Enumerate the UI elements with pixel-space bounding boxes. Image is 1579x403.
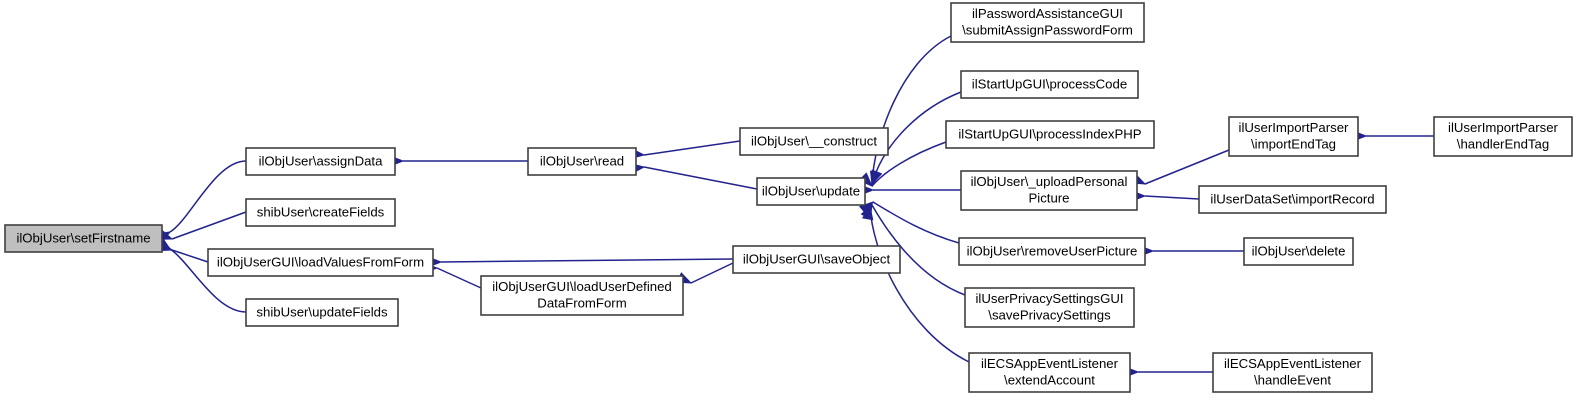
- node-label-line2: \savePrivacySettings: [988, 308, 1111, 323]
- node-box: [968, 352, 1131, 393]
- node-label: ilStartUpGUI\processCode: [972, 76, 1127, 91]
- node-label-line1: ilECSAppEventListener: [981, 356, 1119, 371]
- graph-node-handlerEndTag[interactable]: ilUserImportParser \handlerEndTag: [1433, 116, 1573, 157]
- node-box: [207, 248, 434, 277]
- call-edge: [1144, 195, 1200, 200]
- call-edge: [871, 35, 952, 185]
- node-box: [945, 120, 1155, 149]
- call-edge: [872, 201, 960, 244]
- node-box: [1212, 352, 1373, 393]
- graph-node-updateFields[interactable]: shibUser\updateFields: [245, 298, 399, 327]
- node-box: [1433, 116, 1573, 157]
- call-edge: [440, 258, 734, 263]
- node-label: ilObjUserGUI\saveObject: [743, 251, 891, 266]
- node-box: [732, 245, 901, 274]
- graph-node-importRecord[interactable]: ilUserDataSet\importRecord: [1198, 185, 1387, 214]
- graph-node-processCode[interactable]: ilStartUpGUI\processCode: [960, 70, 1139, 99]
- node-label-line2: \handleEvent: [1254, 373, 1331, 388]
- node-label: ilObjUser\setFirstname: [16, 230, 150, 245]
- node-label-line1: ilUserPrivacySettingsGUI: [975, 291, 1123, 306]
- edge-layer: [169, 35, 1434, 373]
- graph-node-processIndexPHP[interactable]: ilStartUpGUI\processIndexPHP: [945, 120, 1155, 149]
- node-box: [960, 70, 1139, 99]
- node-label-line2: Picture: [1028, 191, 1069, 206]
- node-label: ilStartUpGUI\processIndexPHP: [958, 126, 1141, 141]
- graph-node-createFields[interactable]: shibUser\createFields: [245, 198, 396, 227]
- graph-node-assignData[interactable]: ilObjUser\assignData: [245, 147, 396, 176]
- node-label-line2: DataFromForm: [537, 296, 626, 311]
- node-box: [739, 127, 889, 156]
- graph-node-read[interactable]: ilObjUser\read: [527, 147, 637, 176]
- node-label: shibUser\createFields: [257, 204, 385, 219]
- node-label: ilObjUser\__construct: [751, 133, 877, 148]
- node-box: [245, 147, 396, 176]
- arrowhead-icon: [869, 170, 882, 187]
- arrowhead-icon: [862, 204, 874, 221]
- node-box: [4, 224, 163, 253]
- node-box: [1198, 185, 1387, 214]
- node-box: [756, 177, 866, 206]
- call-edge: [871, 141, 947, 187]
- call-edge: [171, 249, 209, 263]
- call-edge: [169, 160, 247, 233]
- graph-node-setFirstname[interactable]: ilObjUser\setFirstname: [4, 224, 163, 253]
- graph-node-removeUserPicture[interactable]: ilObjUser\removeUserPicture: [958, 237, 1146, 266]
- node-box: [527, 147, 637, 176]
- node-label-line2: \submitAssignPasswordForm: [962, 23, 1133, 38]
- node-label-line2: \importEndTag: [1251, 137, 1336, 152]
- call-edge: [643, 166, 758, 190]
- graph-node-handleEvent[interactable]: ilECSAppEventListener \handleEvent: [1212, 352, 1373, 393]
- call-edge: [171, 211, 247, 240]
- node-label: ilObjUserGUI\loadValuesFromForm: [217, 254, 424, 269]
- graph-node-construct[interactable]: ilObjUser\__construct: [739, 127, 889, 156]
- call-edge: [869, 205, 970, 363]
- node-box: [1228, 116, 1359, 157]
- node-label-line2: \handlerEndTag: [1457, 137, 1549, 152]
- node-label-line1: ilUserImportParser: [1448, 120, 1559, 135]
- node-box: [1243, 237, 1354, 266]
- node-label: ilObjUser\read: [540, 153, 624, 168]
- node-box: [958, 237, 1146, 266]
- graph-node-loadValuesFromForm[interactable]: ilObjUserGUI\loadValuesFromForm: [207, 248, 434, 277]
- node-box: [245, 298, 399, 327]
- node-label: ilUserDataSet\importRecord: [1210, 191, 1374, 206]
- node-label-line2: \extendAccount: [1004, 373, 1095, 388]
- node-box: [950, 2, 1145, 43]
- node-box: [245, 198, 396, 227]
- call-edge: [690, 262, 734, 284]
- node-box: [964, 287, 1135, 328]
- graph-node-savePrivacy[interactable]: ilUserPrivacySettingsGUI \savePrivacySett…: [964, 287, 1135, 328]
- node-layer: ilObjUser\setFirstname ilObjUser\assignDa…: [4, 2, 1573, 393]
- node-label: ilObjUser\assignData: [259, 153, 384, 168]
- node-label: ilObjUser\delete: [1252, 243, 1346, 258]
- call-edge: [169, 248, 247, 313]
- node-label-line1: ilUserImportParser: [1239, 120, 1350, 135]
- call-edge: [643, 140, 741, 156]
- call-edge: [871, 204, 966, 296]
- node-label-line1: ilECSAppEventListener: [1224, 356, 1362, 371]
- graph-node-importEndTag[interactable]: ilUserImportParser \importEndTag: [1228, 116, 1359, 157]
- graph-node-delete[interactable]: ilObjUser\delete: [1243, 237, 1354, 266]
- node-label-line1: ilPasswordAssistanceGUI: [972, 6, 1123, 21]
- node-label: shibUser\updateFields: [256, 304, 388, 319]
- graph-node-extendAccount[interactable]: ilECSAppEventListener \extendAccount: [968, 352, 1131, 393]
- node-box: [960, 170, 1138, 211]
- node-label-line1: ilObjUserGUI\loadUserDefined: [492, 279, 672, 294]
- graph-node-submitAssignPw[interactable]: ilPasswordAssistanceGUI \submitAssignPass…: [950, 2, 1145, 43]
- node-box: [480, 275, 684, 316]
- call-edge: [436, 267, 482, 289]
- node-label: ilObjUser\update: [762, 183, 860, 198]
- node-label-line1: ilObjUser\_uploadPersonal: [971, 174, 1128, 189]
- call-edge: [1144, 149, 1230, 185]
- graph-node-saveObject[interactable]: ilObjUserGUI\saveObject: [732, 245, 901, 274]
- graph-node-update[interactable]: ilObjUser\update: [756, 177, 866, 206]
- node-label: ilObjUser\removeUserPicture: [967, 243, 1138, 258]
